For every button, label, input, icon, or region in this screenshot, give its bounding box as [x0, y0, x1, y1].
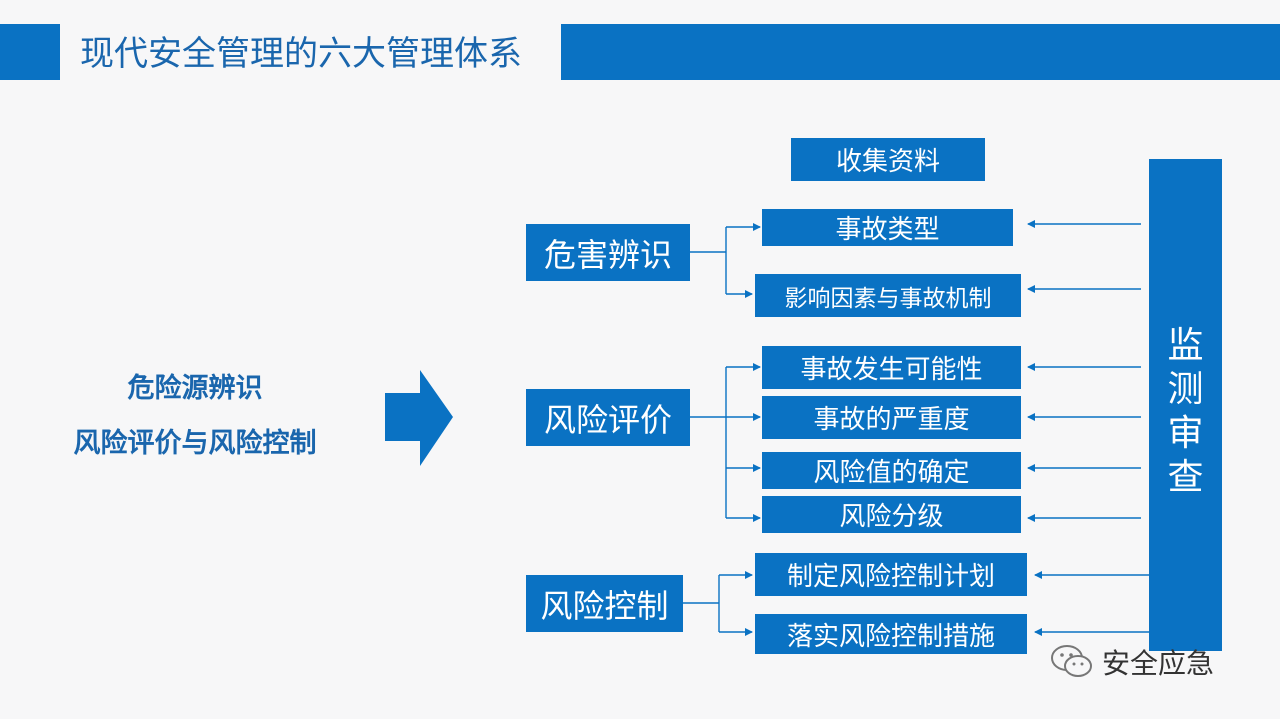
item-risk-grading: 风险分级	[762, 496, 1021, 533]
monitor-char-3: 审	[1167, 413, 1204, 454]
group-risk-evaluation: 风险评价	[526, 389, 690, 446]
monitor-char-2: 测	[1167, 369, 1204, 410]
watermark-text: 安全应急	[1102, 647, 1215, 680]
monitor-char-4: 查	[1167, 457, 1204, 498]
item-accident-likelihood: 事故发生可能性	[762, 346, 1021, 389]
header-left-bar	[0, 24, 60, 80]
left-label-line2: 风险评价与风险控制	[73, 428, 317, 459]
header-right-bar	[561, 24, 1280, 80]
watermark: 安全应急	[1050, 638, 1214, 686]
item-risk-control-measures: 落实风险控制措施	[755, 614, 1027, 654]
wechat-icon	[1051, 645, 1092, 677]
big-arrow-icon	[385, 370, 453, 466]
monitor-review-column: 监 测 审 查	[1149, 159, 1222, 651]
item-influencing-factors: 影响因素与事故机制	[755, 274, 1021, 317]
left-label-line1: 危险源辨识	[127, 373, 263, 404]
item-accident-severity: 事故的严重度	[762, 396, 1021, 439]
collect-data-box: 收集资料	[791, 138, 985, 181]
monitor-char-1: 监	[1167, 325, 1204, 366]
item-risk-control-plan: 制定风险控制计划	[755, 553, 1027, 596]
group-risk-control: 风险控制	[526, 575, 683, 632]
page-title: 现代安全管理的六大管理体系	[80, 34, 522, 74]
group-hazard-identification: 危害辨识	[526, 224, 690, 281]
item-accident-type: 事故类型	[762, 209, 1013, 246]
item-risk-value: 风险值的确定	[762, 452, 1021, 489]
